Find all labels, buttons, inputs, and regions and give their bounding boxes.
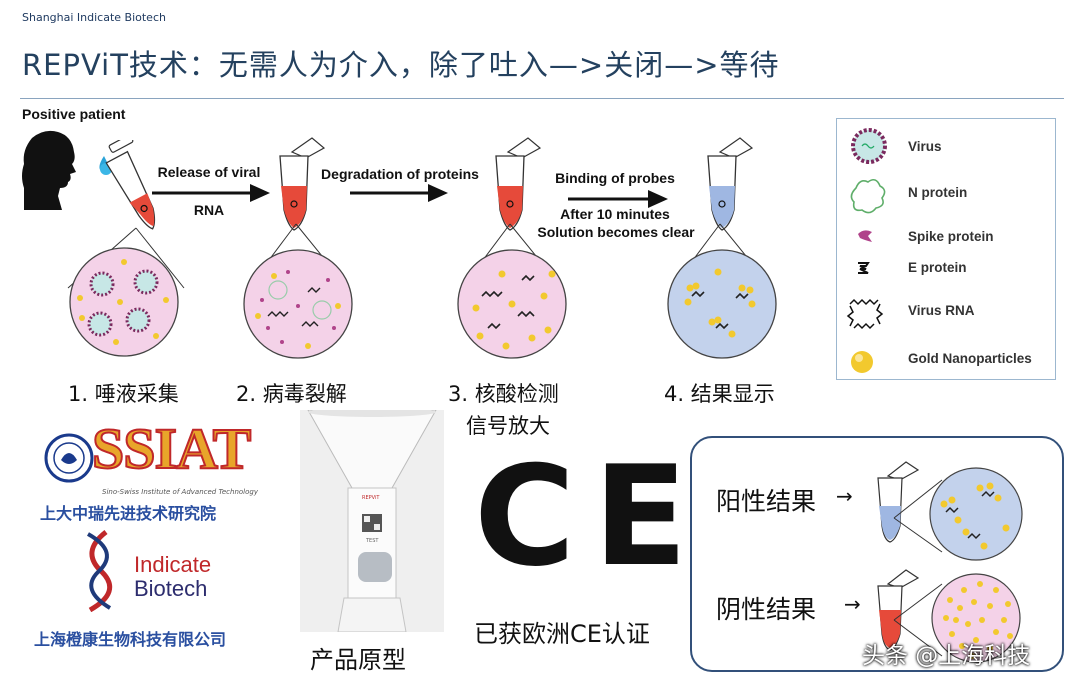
step-2-label: 2. 病毒裂解	[236, 382, 347, 406]
legend-label-e-protein: E protein	[908, 260, 967, 275]
arrow-label-clear: Solution becomes clear	[537, 224, 695, 240]
company-name: Shanghai Indicate Biotech	[22, 11, 166, 24]
sample-tube-3	[495, 137, 542, 231]
device-test-text: TEST	[366, 538, 379, 544]
e-protein-icon	[858, 262, 870, 274]
step-1-label: 1. 唾液采集	[68, 382, 179, 406]
process-arrow-2	[350, 184, 448, 202]
ce-certification-label: 已获欧洲CE认证	[474, 620, 650, 648]
sample-tube-4	[707, 137, 754, 231]
product-device-image	[307, 410, 437, 632]
n-protein-icon	[850, 178, 886, 214]
ssiat-chinese-name: 上大中瑞先进技术研究院	[40, 504, 217, 523]
dna-helix-logo-icon	[86, 530, 113, 612]
ssiat-logo-letters: SSIAT	[91, 416, 252, 481]
indicate-logo-line-1: Indicate	[134, 552, 212, 577]
results-panel	[690, 436, 1064, 672]
sample-tube-2	[279, 137, 326, 231]
shanghai-university-seal	[44, 433, 94, 483]
ce-mark: CE	[474, 436, 706, 597]
gold-nanoparticle-icon	[851, 351, 873, 373]
step-3-label: 3. 核酸检测	[448, 382, 559, 406]
spike-protein-icon	[858, 230, 872, 242]
sample-tube-1	[99, 140, 156, 230]
arrow-label-degradation: Degradation of proteins	[321, 166, 479, 182]
magnified-view-4	[667, 223, 777, 359]
device-brand-text: REPViT	[362, 495, 380, 501]
product-label: 产品原型	[310, 646, 406, 674]
indicate-company-name: 上海橙康生物科技有限公司	[34, 630, 227, 649]
process-arrow-1	[152, 184, 270, 202]
arrow-label-rna: RNA	[193, 202, 225, 218]
virus-rna-icon	[846, 298, 884, 330]
magnified-view-1	[67, 227, 185, 357]
step-3-label-2: 信号放大	[466, 414, 550, 438]
step-4-label: 4. 结果显示	[664, 382, 775, 406]
legend-label-gold-nanoparticles: Gold Nanoparticles	[908, 351, 1032, 366]
arrow-label-time: After 10 minutes	[560, 206, 670, 222]
magnified-view-2	[243, 223, 353, 359]
negative-arrow-icon: →	[844, 592, 861, 616]
legend-label-virus-rna: Virus RNA	[908, 303, 975, 318]
patient-label: Positive patient	[22, 106, 126, 122]
page-title: REPViT技术：无需人为介入，除了吐入—>关闭—>等待	[22, 48, 780, 82]
indicate-logo-line-2: Biotech	[134, 576, 208, 601]
legend-label-spike-protein: Spike protein	[908, 229, 994, 244]
virus-icon	[851, 128, 887, 164]
process-arrow-3	[568, 190, 668, 208]
negative-result-label: 阴性结果	[716, 595, 817, 624]
positive-result-label: 阳性结果	[716, 487, 817, 516]
legend-label-virus: Virus	[908, 139, 942, 154]
patient-head-icon	[22, 130, 76, 210]
arrow-label-release: Release of viral	[157, 164, 261, 180]
ssiat-subtitle: Sino-Swiss Institute of Advanced Technol…	[102, 488, 258, 496]
legend-label-n-protein: N protein	[908, 185, 968, 200]
magnified-view-3	[457, 223, 567, 359]
negative-result-illustration	[877, 569, 1021, 663]
positive-result-illustration	[877, 461, 1023, 561]
positive-arrow-icon: →	[836, 484, 853, 508]
watermark: 头条 @上海科技	[862, 643, 1031, 669]
title-divider	[20, 98, 1064, 99]
arrow-label-binding: Binding of probes	[555, 170, 675, 186]
